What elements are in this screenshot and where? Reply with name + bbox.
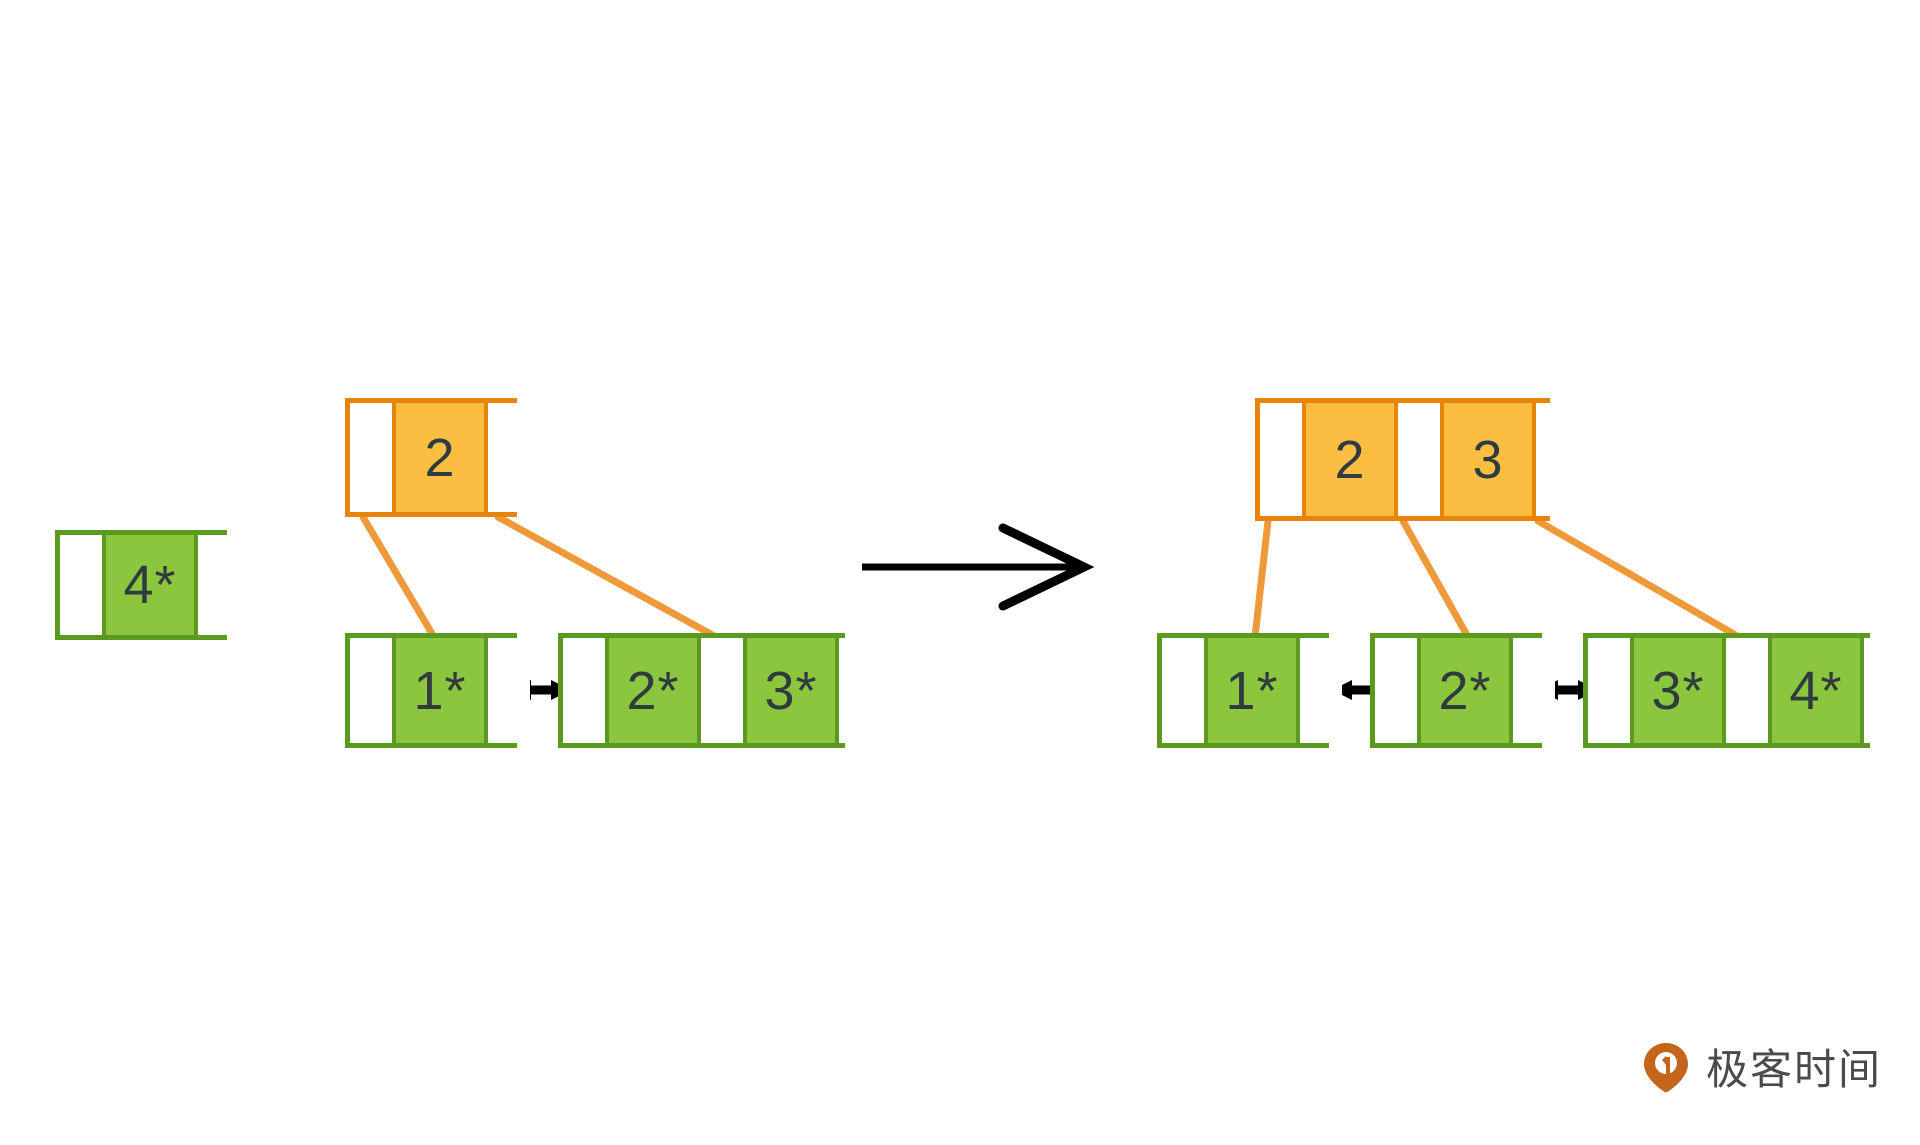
node-pointer-slot [1398, 403, 1440, 516]
before-leaf-node-1[interactable]: 1* [345, 633, 530, 748]
node-pointer-slot [1726, 638, 1768, 743]
node-pointer-slot [1375, 638, 1417, 743]
incoming-record-node[interactable]: 4* [55, 530, 240, 640]
node-pointer-slot [1536, 403, 1578, 516]
node-key-cell: 2* [1417, 638, 1513, 743]
transition-arrow [862, 523, 1095, 611]
watermark: 极客时间 [1640, 1036, 1882, 1097]
link-after-root-to-leaf-1 [1251, 517, 1272, 641]
geektime-pin-logo-icon [1643, 1042, 1688, 1092]
after-leaf-node-1[interactable]: 1* [1157, 633, 1342, 748]
node-key-cell: 2 [1302, 403, 1398, 516]
node-key-cell: 3* [1630, 638, 1726, 743]
node-key-cell: 1* [392, 638, 488, 743]
node-key-cell: 3 [1440, 403, 1536, 516]
link-after-root-to-leaf-2 [1399, 517, 1472, 641]
node-pointer-slot [1513, 638, 1555, 743]
node-key-cell: 4* [1768, 638, 1864, 743]
node-pointer-slot [701, 638, 743, 743]
node-key-cell: 3* [743, 638, 839, 743]
node-pointer-slot [350, 403, 392, 512]
node-pointer-slot [488, 638, 530, 743]
node-key-cell: 4* [102, 535, 198, 635]
after-leaf-node-3[interactable]: 3* 4* [1583, 633, 1906, 748]
link-after-root-to-leaf-3 [1534, 517, 1743, 641]
node-key-cell: 1* [1204, 638, 1300, 743]
node-pointer-slot [563, 638, 605, 743]
node-pointer-slot [488, 403, 530, 512]
node-key-cell: 2* [605, 638, 701, 743]
before-leaf-node-2[interactable]: 2* 3* [558, 633, 881, 748]
node-pointer-slot [1300, 638, 1342, 743]
node-key-cell: 2 [392, 403, 488, 512]
watermark-text: 极客时间 [1705, 1045, 1882, 1094]
node-pointer-slot [1260, 403, 1302, 516]
link-before-root-to-leaf-2 [494, 513, 720, 641]
link-before-root-to-leaf-1 [359, 513, 438, 641]
node-pointer-slot [350, 638, 392, 743]
node-pointer-slot [1864, 638, 1906, 743]
node-pointer-slot [1588, 638, 1630, 743]
node-pointer-slot [198, 535, 240, 635]
node-pointer-slot [1162, 638, 1204, 743]
node-pointer-slot [60, 535, 102, 635]
node-pointer-slot [839, 638, 881, 743]
after-root-node[interactable]: 2 3 [1255, 398, 1578, 521]
before-root-node[interactable]: 2 [345, 398, 530, 517]
after-leaf-node-2[interactable]: 2* [1370, 633, 1555, 748]
